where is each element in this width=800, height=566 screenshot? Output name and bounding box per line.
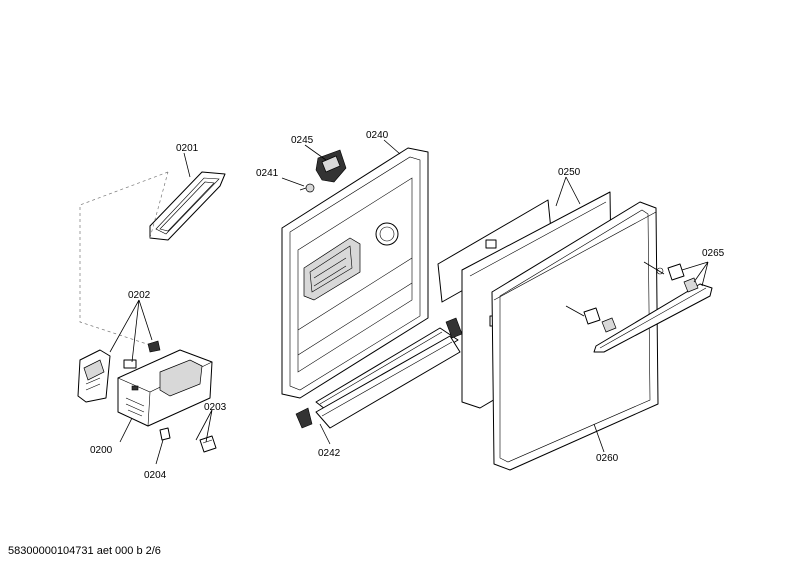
leader-lines xyxy=(109,139,709,465)
label-0240: 0240 xyxy=(366,130,389,141)
label-0242: 0242 xyxy=(318,448,341,459)
document-reference-footer: 58300000104731 aet 000 b 2/6 xyxy=(8,545,161,557)
part-0265-handle xyxy=(565,261,713,353)
part-0204-clip xyxy=(159,427,171,441)
label-0202: 0202 xyxy=(128,290,151,301)
part-0240-inner-door xyxy=(281,147,429,399)
label-0203: 0203 xyxy=(204,402,227,413)
label-0241: 0241 xyxy=(256,168,279,179)
dashed-assembly-guide xyxy=(79,171,169,346)
part-0245-latch xyxy=(315,149,347,183)
label-0265: 0265 xyxy=(702,248,725,259)
part-0200-control-module xyxy=(117,349,213,427)
part-0203-clips xyxy=(199,435,217,453)
part-0242-rail xyxy=(295,317,463,429)
label-0201: 0201 xyxy=(176,143,199,154)
label-0250: 0250 xyxy=(558,167,581,178)
label-0200: 0200 xyxy=(90,445,113,456)
label-0260: 0260 xyxy=(596,453,619,464)
part-0202-panel-pieces xyxy=(77,340,161,403)
label-0204: 0204 xyxy=(144,470,167,481)
label-0245: 0245 xyxy=(291,135,314,146)
part-0241-screw xyxy=(299,183,315,193)
part-0260-outer-door xyxy=(491,201,659,471)
part-labels: 0201 0202 0200 0203 0204 0245 0241 0240 … xyxy=(90,130,725,481)
part-0201-gasket xyxy=(149,171,226,241)
